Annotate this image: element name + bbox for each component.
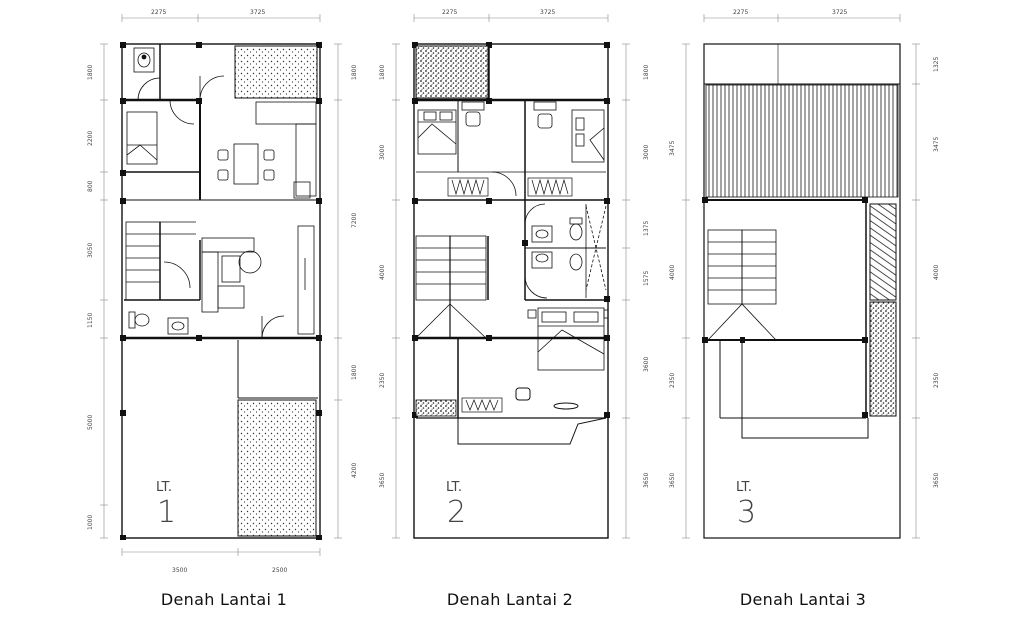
carport-garden-hatch [237, 399, 317, 537]
level-label: LT. [736, 480, 752, 495]
dim-left: 1800 [379, 65, 386, 80]
columns [702, 197, 868, 418]
dim-right: 1800 [351, 365, 358, 380]
dim-right: 1375 [643, 221, 650, 236]
dimension-labels: 2275 3725 1800 3000 4000 2350 3650 1800 … [379, 9, 650, 488]
desk-chair-icon [461, 101, 557, 129]
kitchen-counter [255, 101, 317, 199]
dim-left: 4000 [379, 265, 386, 280]
dim-left: 800 [87, 180, 94, 192]
dim-right: 1575 [643, 271, 650, 286]
level-number: 3 [737, 495, 756, 530]
dim-top: 3725 [832, 9, 847, 16]
level-label: LT. [156, 480, 172, 495]
stairs-icon [707, 229, 777, 341]
door-swing-icon [491, 99, 556, 299]
dimension-labels: 2275 3725 3500 2500 1800 2200 800 3050 1… [87, 9, 358, 574]
plan-lantai-1: LT. 1 2275 3725 3500 2500 1800 2200 800 … [87, 9, 358, 574]
columns [412, 42, 610, 418]
wardrobe-icon [447, 177, 573, 413]
door-swing-icon [137, 75, 285, 339]
bed-icon [571, 109, 605, 163]
roof-garden-hatch [415, 45, 489, 99]
dim-left: 1800 [87, 65, 94, 80]
dim-left: 2200 [87, 131, 94, 146]
columns [120, 42, 322, 540]
dining-table-icon [217, 143, 275, 185]
dim-right: 3650 [933, 473, 940, 488]
plan-lantai-3: LT. 3 2275 3725 3475 4000 2350 3650 1325… [669, 9, 940, 539]
dim-right: 3600 [643, 357, 650, 372]
dim-right: 1800 [643, 65, 650, 80]
dim-right: 7200 [351, 213, 358, 228]
dim-bottom: 2500 [272, 567, 287, 574]
stairs-icon [125, 221, 196, 301]
dim-top: 2275 [733, 9, 748, 16]
dim-left: 3000 [379, 145, 386, 160]
dim-left: 3050 [87, 243, 94, 258]
caption-lantai-1: Denah Lantai 1 [160, 590, 288, 609]
caption-lantai-3: Denah Lantai 3 [739, 590, 867, 609]
dim-right: 3475 [933, 137, 940, 152]
master-bed-icon [527, 307, 609, 371]
balcony-railing [457, 387, 607, 445]
dim-right: 2350 [933, 373, 940, 388]
dimension-lines [392, 14, 630, 539]
dimension-lines [682, 14, 920, 539]
level-number: 1 [157, 495, 176, 530]
tv-cabinet [297, 225, 315, 335]
dim-left: 2350 [669, 373, 676, 388]
dim-left: 4000 [669, 265, 676, 280]
dim-right: 1325 [933, 57, 940, 72]
window-marks [758, 199, 840, 341]
dim-right: 4000 [933, 265, 940, 280]
dim-bottom: 3500 [172, 567, 187, 574]
garden-hatch [234, 45, 318, 99]
balcony-hatch [415, 399, 457, 417]
dim-top: 2275 [151, 9, 166, 16]
dim-left: 1000 [87, 515, 94, 530]
dim-left: 3650 [379, 473, 386, 488]
dim-left: 3650 [669, 473, 676, 488]
dimension-lines [100, 14, 342, 556]
dim-right: 3000 [643, 145, 650, 160]
dim-left: 3475 [669, 141, 676, 156]
stairs-icon [415, 235, 487, 339]
dim-top: 2275 [442, 9, 457, 16]
toilet-icon [133, 47, 155, 73]
dim-right: 3650 [643, 473, 650, 488]
level-label: LT. [446, 480, 462, 495]
dim-right: 4200 [351, 463, 358, 478]
plan-lantai-2: LT. 2 2275 3725 1800 3000 4000 2350 3650… [379, 9, 650, 539]
roof-slats-hatch [705, 84, 899, 198]
bed-icon [126, 111, 158, 165]
caption-lantai-2: Denah Lantai 2 [446, 590, 574, 609]
bed-icon [417, 109, 457, 155]
level-number: 2 [447, 495, 466, 530]
dim-left: 2350 [379, 373, 386, 388]
diagonal-hatch [869, 203, 897, 301]
roof-garden-hatch [869, 301, 897, 417]
dim-left: 1150 [87, 313, 94, 328]
sofa-icon [201, 237, 262, 313]
dim-left: 5000 [87, 415, 94, 430]
dim-top: 3725 [540, 9, 555, 16]
dimension-labels: 2275 3725 3475 4000 2350 3650 1325 3475 … [669, 9, 940, 488]
bathroom-fixtures [531, 204, 607, 298]
dim-top: 3725 [250, 9, 265, 16]
bathroom-fixtures [128, 311, 189, 335]
dim-right: 1800 [351, 65, 358, 80]
